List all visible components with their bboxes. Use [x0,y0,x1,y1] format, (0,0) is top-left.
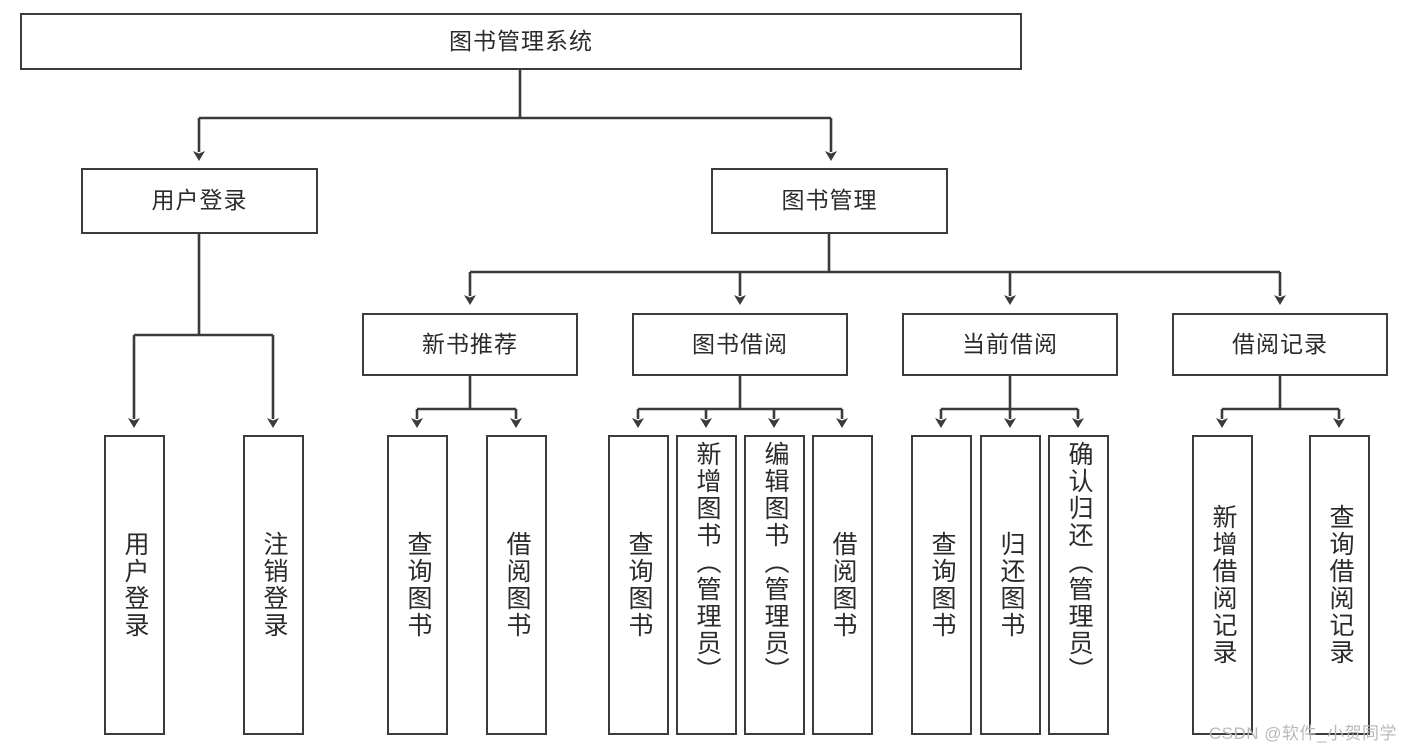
node-book-manage-label: 图书管理 [781,187,878,214]
node-leaf-query-record-label: 查询借阅记录 [1326,504,1354,666]
node-new-book-recommend-label: 新书推荐 [422,330,518,357]
node-leaf-borrow-book-borrow[interactable]: 借阅图书 [812,435,873,735]
node-leaf-borrow-book-recommend-label: 借阅图书 [503,531,531,639]
node-user-login[interactable]: 用户登录 [81,168,318,234]
node-current-borrow-label: 当前借阅 [962,330,1058,357]
node-leaf-borrow-book-borrow-label: 借阅图书 [829,531,857,639]
node-leaf-user-logout-label: 注销登录 [260,531,288,639]
node-new-book-recommend[interactable]: 新书推荐 [362,313,578,376]
node-borrow-record[interactable]: 借阅记录 [1172,313,1388,376]
node-leaf-add-record[interactable]: 新增借阅记录 [1192,435,1253,735]
node-leaf-query-book-borrow-label: 查询图书 [625,531,653,639]
node-leaf-query-book-current-label: 查询图书 [928,531,956,639]
node-leaf-edit-book[interactable]: 编辑图书（管理员） [744,435,805,735]
csdn-watermark: CSDN @软件_小贺同学 [1208,724,1397,743]
node-leaf-edit-book-label: 编辑图书（管理员） [761,441,789,684]
node-leaf-user-login-label: 用户登录 [121,531,149,639]
node-leaf-query-book-current[interactable]: 查询图书 [911,435,972,735]
node-borrow-record-label: 借阅记录 [1232,330,1328,357]
node-book-borrow-label: 图书借阅 [692,330,788,357]
node-leaf-query-book-borrow[interactable]: 查询图书 [608,435,669,735]
node-leaf-user-login[interactable]: 用户登录 [104,435,165,735]
node-leaf-borrow-book-recommend[interactable]: 借阅图书 [486,435,547,735]
node-current-borrow[interactable]: 当前借阅 [902,313,1118,376]
node-leaf-add-book[interactable]: 新增图书（管理员） [676,435,737,735]
node-root-system-label: 图书管理系统 [449,27,593,54]
node-book-borrow[interactable]: 图书借阅 [632,313,848,376]
node-leaf-add-book-label: 新增图书（管理员） [693,441,721,684]
node-leaf-query-book-recommend-label: 查询图书 [404,531,432,639]
node-user-login-label: 用户登录 [151,187,248,214]
node-book-manage[interactable]: 图书管理 [711,168,948,234]
node-leaf-confirm-return-label: 确认归还（管理员） [1065,441,1093,684]
node-leaf-query-book-recommend[interactable]: 查询图书 [387,435,448,735]
node-root-system[interactable]: 图书管理系统 [20,13,1022,70]
node-leaf-return-book-label: 归还图书 [997,531,1025,639]
node-leaf-return-book[interactable]: 归还图书 [980,435,1041,735]
node-leaf-query-record[interactable]: 查询借阅记录 [1309,435,1370,735]
node-leaf-confirm-return[interactable]: 确认归还（管理员） [1048,435,1109,735]
node-leaf-add-record-label: 新增借阅记录 [1209,504,1237,666]
node-leaf-user-logout[interactable]: 注销登录 [243,435,304,735]
